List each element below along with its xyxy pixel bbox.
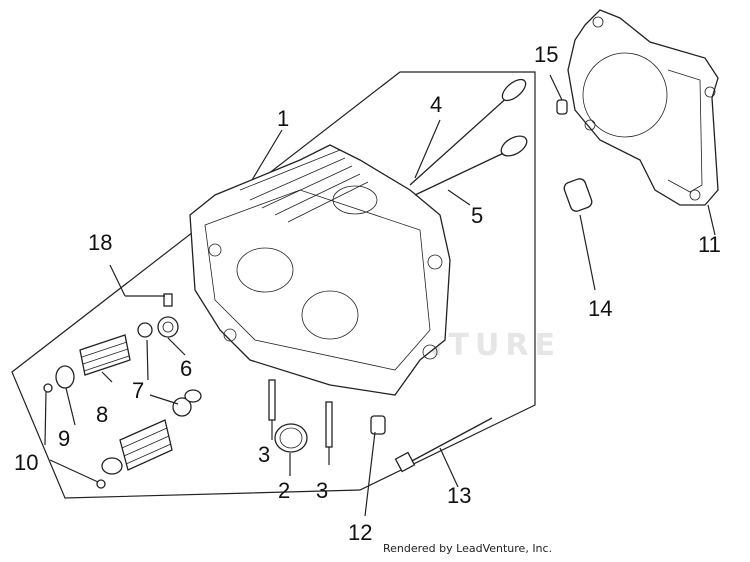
callout-9: 9 [58,426,71,451]
callout-4: 4 [430,92,443,117]
callout-1: 1 [277,106,290,131]
callout-15: 15 [534,42,559,67]
callout-18: 18 [88,230,113,255]
callout-5: 5 [471,203,484,228]
small-dowel [556,99,568,115]
intake-valve [409,78,527,186]
dowel-pin [563,178,593,212]
exhaust-valve [414,135,528,196]
render-credit: Rendered by LeadVenture, Inc. [383,542,553,555]
callout-3-right: 3 [316,478,329,503]
callout-3-left: 3 [258,442,271,467]
callout-10: 10 [14,450,39,475]
valve-spring-upper [43,334,131,393]
callout-13: 13 [447,483,472,508]
callout-14: 14 [588,296,613,321]
leader-lines [44,74,716,517]
head-gasket [567,9,719,206]
valve-seals [137,293,202,417]
plug [370,415,386,435]
assembly-outline [11,71,536,499]
callout-7: 7 [132,378,145,403]
bolt [394,417,493,473]
callout-6: 6 [180,356,193,381]
callout-2: 2 [278,478,291,503]
valve-spring-lower [96,419,173,489]
stud-right [325,401,333,448]
callout-8: 8 [96,402,109,427]
stud-left [268,379,276,421]
callout-11: 11 [698,232,721,257]
cylinder-head [189,144,451,396]
callout-12: 12 [348,520,373,545]
